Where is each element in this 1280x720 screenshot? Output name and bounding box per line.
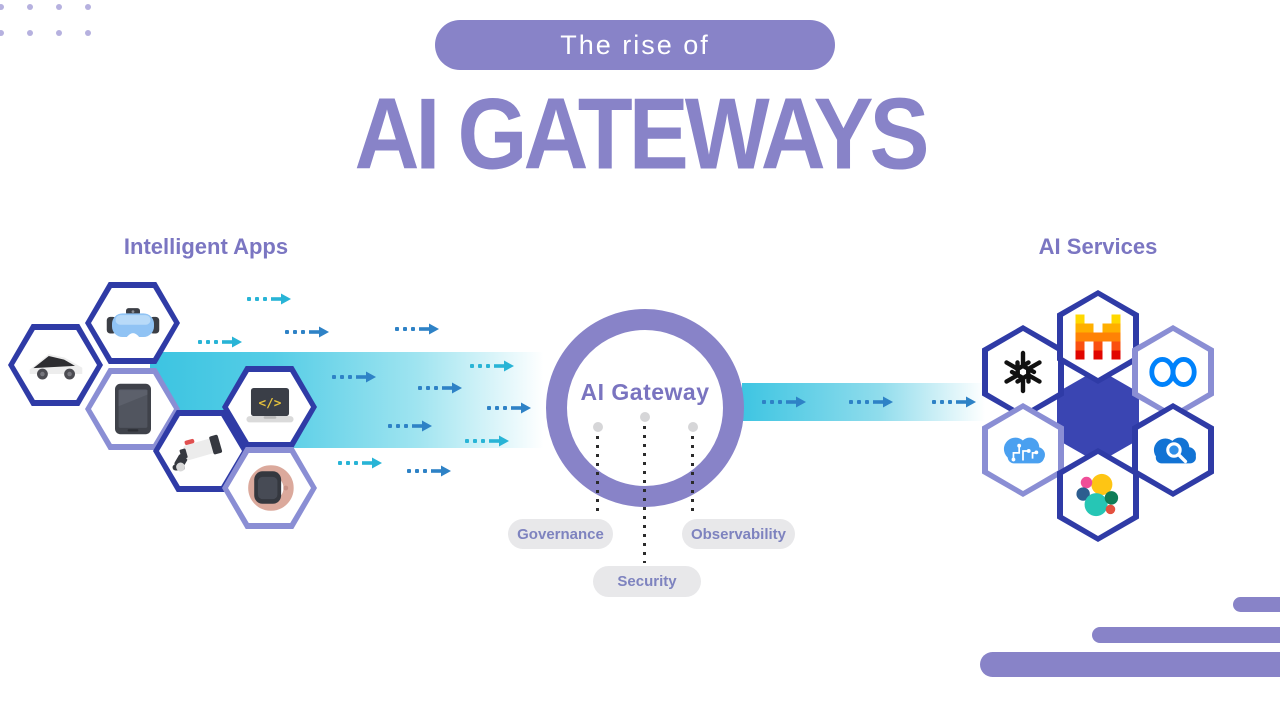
dotted-line-security [643,426,646,563]
governance-pill: Governance [508,519,613,549]
hexagon-ai-cloud [982,403,1064,497]
hexagon-cloud-search [1132,403,1214,497]
flow-arrow-icon [932,395,978,409]
observability-label: Observability [690,525,787,543]
flow-arrow-icon [388,419,434,433]
decor-dot [27,4,33,10]
decor-dot [56,30,62,36]
dots-decoration [0,4,91,36]
decor-bar [980,652,1280,677]
decor-dot [0,4,4,10]
observability-pill: Observability [682,519,795,549]
svg-text:</>: </> [258,395,281,410]
dotted-line-observability [691,436,694,516]
flow-arrow-icon [285,325,331,339]
hexagon-elastic [1057,448,1139,542]
vr-headset-icon [106,308,159,337]
flow-arrow-icon [198,335,244,349]
flow-arrow-icon [418,381,464,395]
decor-dot [85,4,91,10]
dotted-line-governance [596,436,599,516]
elastic-icon [1076,473,1119,517]
decor-bar [1092,627,1280,643]
connector-dot [593,422,603,432]
hexagon-smartwatch [222,447,317,529]
autonomous-car-icon [29,354,82,380]
flow-arrow-icon [332,370,378,384]
hexagon-meta [1132,325,1214,419]
laptop-code-icon: </> [245,387,294,423]
hexagon-autonomous-car [8,324,103,406]
security-camera-icon [172,434,222,472]
flow-arrow-icon [247,292,293,306]
decor-dot [85,30,91,36]
decor-dot [56,4,62,10]
flow-arrow-icon [338,456,384,470]
hexagon-center-solid [1057,369,1139,463]
flow-arrow-icon [465,434,511,448]
intelligent-apps-title: Intelligent Apps [123,234,289,259]
security-label: Security [617,573,677,590]
decor-dot [27,30,33,36]
ai-cloud-icon [1003,437,1045,464]
meta-icon [1149,357,1197,387]
smartwatch-icon [247,465,294,511]
decor-dot [0,30,4,36]
mistral-ai-icon [1075,314,1121,360]
hexagon-laptop-code: </> [222,366,317,448]
ai-services-title: AI Services [1038,234,1158,259]
flow-arrow-icon [487,401,533,415]
kicker-text: The rise of [560,29,710,60]
kicker-pill: The rise of [435,20,835,70]
ai-gateway-label: AI Gateway [580,379,710,405]
governance-label: Governance [517,525,604,543]
page-title: AI GATEWAYS [354,79,929,192]
tablet-icon [114,383,151,435]
flow-arrow-icon [407,464,453,478]
flow-arrow-icon [395,322,441,336]
security-pill: Security [593,566,701,597]
connector-dot [640,412,650,422]
openai-icon [1004,350,1042,394]
cloud-search-icon [1153,437,1196,464]
hexagon-tablet [85,368,180,450]
flow-arrow-icon [470,359,516,373]
flow-arrow-icon [762,395,808,409]
hexagon-mistral [1057,290,1139,384]
flow-arrow-icon [849,395,895,409]
hexagon-vr-headset [85,282,180,364]
connector-dot [688,422,698,432]
decor-bar [1233,597,1280,612]
